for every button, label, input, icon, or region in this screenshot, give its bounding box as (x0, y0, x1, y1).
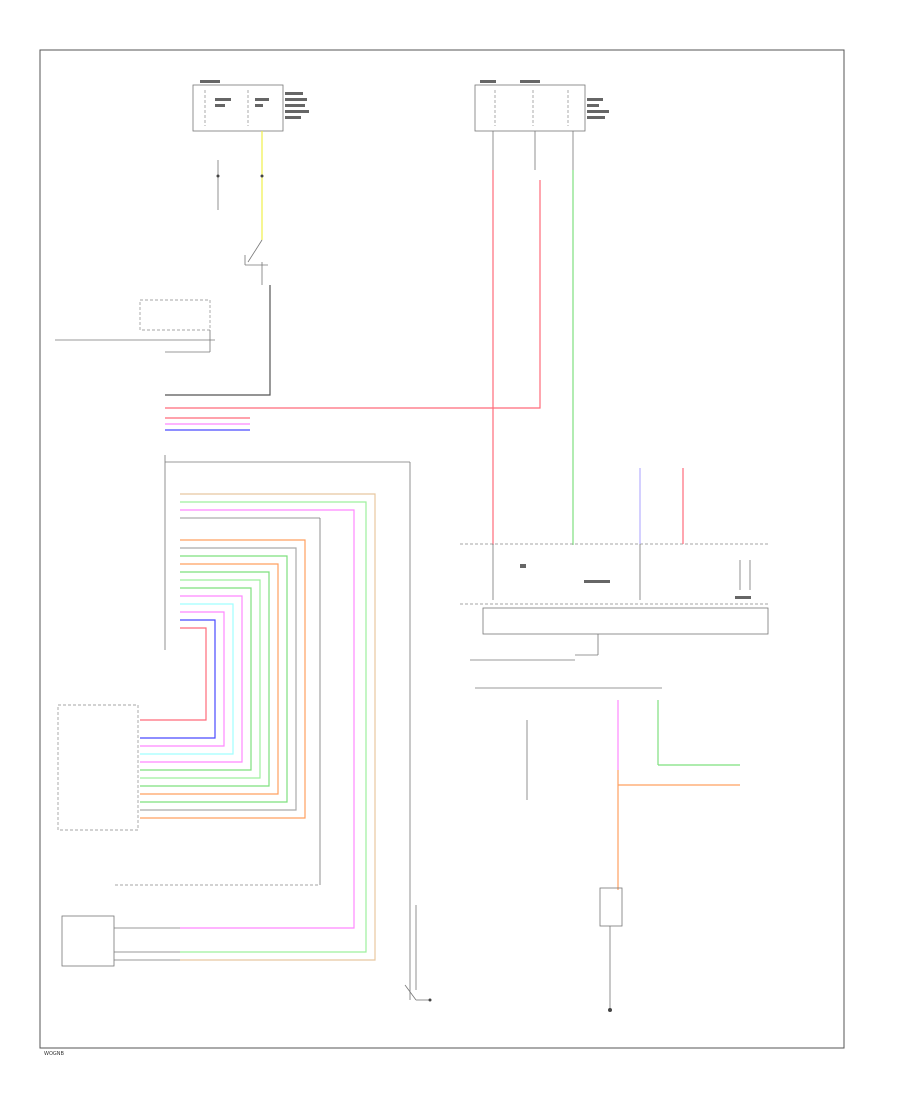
key-switch (244, 239, 268, 285)
sensor-module (61, 915, 115, 967)
combination-meter (460, 543, 770, 635)
wire-black (165, 285, 271, 396)
footer-code: WOGNB (44, 1051, 64, 1057)
fuse-block-left (192, 80, 309, 132)
connector-lower (57, 704, 139, 831)
fuse-block-right (474, 80, 609, 132)
diagram-border (39, 49, 845, 1049)
control-unit-upper (164, 455, 411, 1000)
wire-red-top (165, 180, 541, 409)
